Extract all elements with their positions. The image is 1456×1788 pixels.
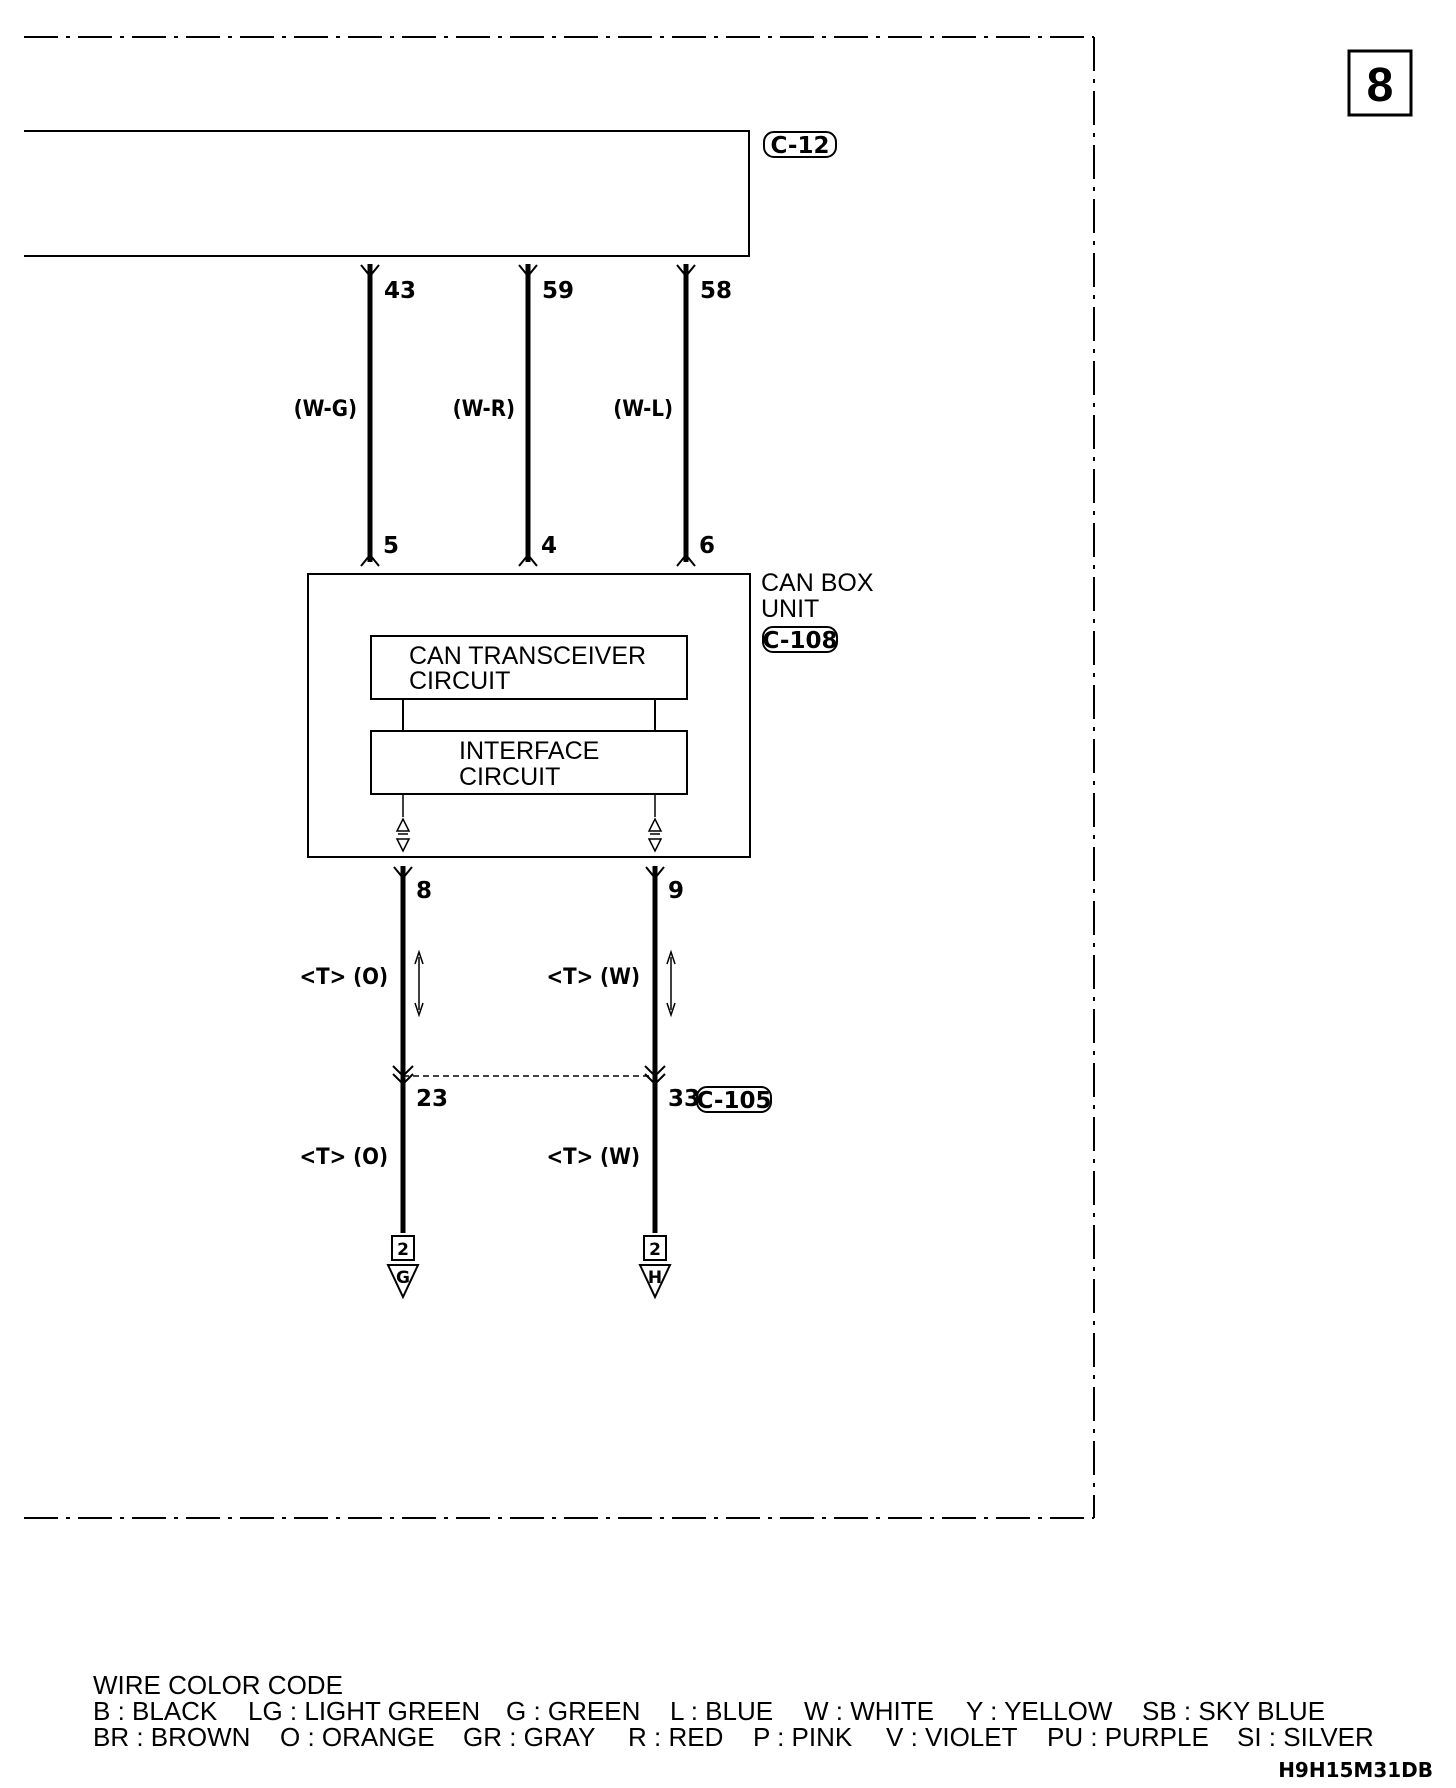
wire2-pin-bottom: 4 [541,533,557,559]
can-box-name-line2: UNIT [761,595,819,623]
ref-h-number: 2 [649,1240,661,1260]
legend-row1-item7: SB : SKY BLUE [1142,1696,1325,1726]
wire4-color-upper: <T> (O) [300,965,388,990]
ref-g-letter: G [396,1268,410,1288]
lower-wire-labels: 8 9 <T> (O) <T> (W) 23 33 C-105 <T> (O) … [300,878,772,1170]
wire3-pin-bottom: 6 [699,533,715,559]
wire1-pin-top: 43 [384,278,416,304]
legend-row2-item1: BR : BROWN [93,1722,250,1752]
wire4-color-lower: <T> (O) [300,1145,388,1170]
offpage-ref-h: 2 H [638,1235,672,1300]
top-unit-box: C-12 [24,130,837,257]
wire4-pin-unit: 8 [416,878,432,904]
lower-wires [392,866,676,1233]
connector-c105-label: C-105 [697,1088,772,1114]
connector-c108-label: C-108 [763,628,838,654]
page-number-box: 8 [1347,49,1413,117]
diagram-frame [24,36,1095,1519]
wire5-pin-unit: 9 [668,878,684,904]
wire5-color-lower: <T> (W) [547,1145,641,1170]
wire2-color: (W-R) [453,397,515,422]
wire4-pin-junction: 23 [416,1086,448,1112]
transceiver-line2: CIRCUIT [409,667,510,695]
offpage-ref-g: 2 G [386,1235,420,1300]
interface-line2: CIRCUIT [459,763,560,791]
legend-row2-item3: GR : GRAY [463,1722,595,1752]
can-box-name-line1: CAN BOX [761,569,874,597]
legend-row2-item5: P : PINK [753,1722,853,1752]
upper-wires [360,264,696,567]
legend-row1-item1: B : BLACK [93,1696,218,1726]
connector-c12-label: C-12 [771,133,830,159]
wire-color-legend: WIRE COLOR CODE B : BLACK LG : LIGHT GRE… [93,1670,1374,1752]
interface-line1: INTERFACE [459,737,599,765]
wire1-pin-bottom: 5 [383,533,399,559]
legend-row1-item4: L : BLUE [670,1696,773,1726]
diagram-code: H9H15M31DB [1278,1758,1433,1782]
legend-title: WIRE COLOR CODE [93,1670,343,1700]
legend-row2-item7: PU : PURPLE [1047,1722,1209,1752]
wire1-color: (W-G) [294,397,357,422]
ref-g-number: 2 [397,1240,409,1260]
legend-row2-item2: O : ORANGE [280,1722,435,1752]
legend-row1-item2: LG : LIGHT GREEN [248,1696,480,1726]
ref-h-letter: H [648,1268,662,1288]
legend-row1-item6: Y : YELLOW [966,1696,1113,1726]
upper-wire-labels: 43 59 58 (W-G) (W-R) (W-L) 5 4 6 [294,278,732,559]
interface-circuit: INTERFACE CIRCUIT [370,730,688,795]
wire3-color: (W-L) [613,397,673,422]
wire5-pin-junction: 33 [668,1086,700,1112]
legend-row1-item3: G : GREEN [506,1696,640,1726]
wire5-color-upper: <T> (W) [547,965,641,990]
legend-row2-item6: V : VIOLET [886,1722,1018,1752]
legend-row2-item4: R : RED [628,1722,723,1752]
legend-row1-item5: W : WHITE [804,1696,934,1726]
can-transceiver-circuit: CAN TRANSCEIVER CIRCUIT [370,635,688,700]
can-box-unit: CAN BOX UNIT C-108 CAN TRANSCEIVER CIRCU… [307,569,874,858]
interface-arrow-symbols [395,794,663,853]
page-number: 8 [1367,59,1394,112]
transceiver-line1: CAN TRANSCEIVER [409,642,646,670]
wire3-pin-top: 58 [700,278,732,304]
legend-row2-item8: SI : SILVER [1237,1722,1374,1752]
wire2-pin-top: 59 [542,278,574,304]
